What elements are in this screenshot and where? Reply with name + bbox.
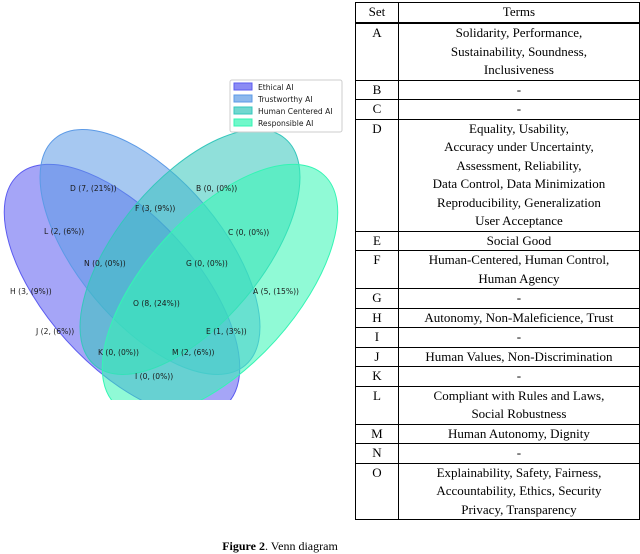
region-label-h: H (3, (9%))	[10, 287, 52, 296]
set-cell: I	[355, 327, 399, 348]
set-cell: D	[355, 118, 399, 232]
terms-cell: Autonomy, Non-Maleficience, Trust	[397, 307, 640, 328]
terms-cell: Equality, Usability, Accuracy under Unce…	[397, 118, 640, 232]
terms-cell: Human Autonomy, Dignity	[397, 423, 640, 444]
set-cell: J	[355, 346, 399, 367]
region-label-f: F (3, (9%))	[135, 204, 175, 213]
region-label-d: D (7, (21%))	[70, 184, 117, 193]
caption-prefix: Figure 2	[222, 539, 265, 553]
set-cell: O	[355, 462, 399, 520]
caption-separator: .	[265, 539, 271, 553]
terms-cell: Human-Centered, Human Control, Human Age…	[397, 250, 640, 289]
set-cell: B	[355, 79, 399, 100]
set-cell: M	[355, 423, 399, 444]
terms-cell: -	[397, 288, 640, 309]
terms-cell: Explainability, Safety, Fairness, Accoun…	[397, 462, 640, 520]
legend-frame	[229, 79, 343, 133]
set-cell: C	[355, 99, 399, 120]
region-label-b: B (0, (0%))	[196, 184, 237, 193]
figure-caption: Figure 2. Venn diagram	[0, 539, 560, 554]
legend-swatch	[233, 106, 253, 115]
region-label-e: E (1, (3%))	[206, 327, 247, 336]
table-row: N-	[355, 443, 640, 464]
table-row: B-	[355, 79, 640, 100]
region-label-a: A (5, (15%))	[253, 287, 299, 296]
region-label-c: C (0, (0%))	[228, 228, 269, 237]
region-label-l: L (2, (6%))	[44, 227, 84, 236]
legend-label: Trustworthy AI	[257, 95, 313, 104]
set-cell: A	[355, 22, 399, 81]
region-label-o: O (8, (24%))	[133, 299, 180, 308]
header-terms: Terms	[397, 2, 640, 24]
legend-label: Responsible AI	[258, 119, 313, 128]
legend-label: Ethical AI	[258, 83, 294, 92]
legend-swatch	[233, 82, 253, 91]
terms-cell: -	[397, 99, 640, 120]
terms-cell: Social Good	[397, 230, 640, 251]
venn-region-labels: D (7, (21%)) B (0, (0%)) F (3, (9%)) L (2, …	[10, 184, 299, 381]
legend-swatch	[233, 94, 253, 103]
venn-set-ellipse	[101, 163, 339, 400]
region-label-j: J (2, (6%))	[35, 327, 74, 336]
set-cell: G	[355, 288, 399, 309]
terms-cell: Compliant with Rules and Laws, Social Ro…	[397, 385, 640, 425]
set-cell: L	[355, 385, 399, 425]
region-label-n: N (0, (0%))	[84, 259, 126, 268]
caption-text: Venn diagram	[270, 539, 338, 553]
region-label-m: M (2, (6%))	[172, 348, 215, 357]
terms-cell: -	[397, 327, 640, 348]
legend-swatch	[233, 118, 253, 127]
terms-cell: Solidarity, Performance, Sustainability,…	[397, 22, 640, 81]
region-label-k: K (0, (0%))	[98, 348, 139, 357]
set-cell: F	[355, 250, 399, 289]
terms-cell: Human Values, Non-Discrimination	[397, 346, 640, 367]
region-label-i: I (0, (0%))	[135, 372, 173, 381]
set-cell: N	[355, 443, 399, 464]
table-row: G-	[355, 288, 640, 309]
region-label-g: G (0, (0%))	[186, 259, 228, 268]
set-cell: H	[355, 307, 399, 328]
terms-cell: -	[397, 366, 640, 387]
header-set: Set	[355, 2, 399, 24]
venn-legend: Ethical AI Trustworthy AI Human Centered A…	[229, 79, 343, 133]
terms-cell: -	[397, 79, 640, 100]
table-row: C-	[355, 99, 640, 120]
venn-diagram: Ethical AI Trustworthy AI Human Centered A…	[0, 60, 350, 400]
table-row: I-	[355, 327, 640, 348]
table-row: K-	[355, 366, 640, 387]
legend-label: Human Centered AI	[258, 107, 333, 116]
table-header-row: Set Terms	[355, 2, 640, 24]
set-cell: E	[355, 230, 399, 251]
venn-ellipses	[3, 129, 339, 400]
terms-cell: -	[397, 443, 640, 464]
set-cell: K	[355, 366, 399, 387]
